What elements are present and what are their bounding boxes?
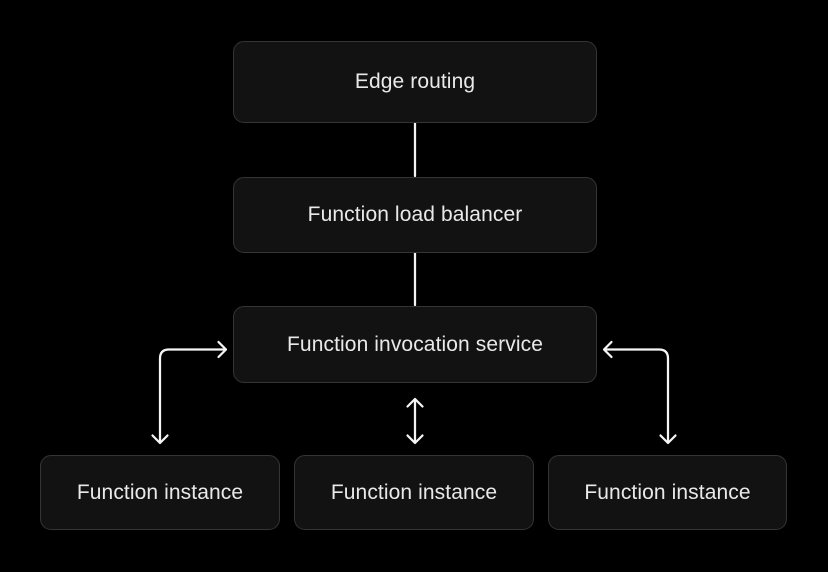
connector-invocation-service-to-instance-right [602, 340, 677, 445]
node-edge-routing: Edge routing [233, 41, 597, 123]
arrowhead-left-icon [602, 340, 613, 359]
arrowhead-down-icon [151, 434, 169, 445]
arrowhead-down-icon [406, 434, 424, 445]
arrowhead-down-icon [659, 434, 677, 445]
node-function-instance-right: Function instance [548, 455, 787, 530]
node-function-instance-middle: Function instance [294, 455, 534, 530]
node-edge-routing-label: Edge routing [354, 70, 476, 93]
node-function-instance-middle-label: Function instance [330, 480, 498, 504]
node-function-instance-right-label: Function instance [584, 480, 751, 504]
arrowhead-up-icon [406, 397, 424, 408]
node-function-load-balancer-label: Function load balancer [307, 203, 523, 226]
arrowhead-right-icon [217, 340, 228, 359]
node-function-instance-left: Function instance [40, 455, 280, 530]
connector-line [604, 348, 670, 443]
node-function-instance-left-label: Function instance [76, 480, 244, 504]
node-function-invocation-service: Function invocation service [233, 306, 597, 383]
connector-line [158, 348, 226, 443]
node-function-load-balancer: Function load balancer [233, 177, 597, 253]
connector-invocation-service-to-instance-middle [406, 397, 424, 445]
connector-invocation-service-to-instance-left [151, 340, 228, 445]
node-function-invocation-service-label: Function invocation service [287, 332, 543, 356]
